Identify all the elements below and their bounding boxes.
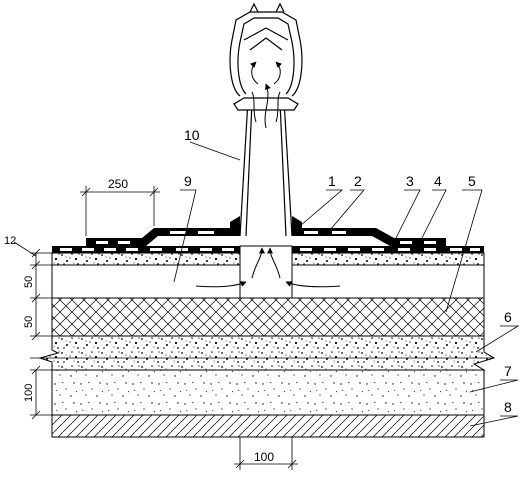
vent-pipe [229,2,303,237]
callout-2: 2 [354,173,362,189]
dim-layer-50-upper: 50 [23,276,35,288]
airflow-arrows [195,61,341,288]
dim-top-overlap: 250 [108,177,128,191]
layer-7-concrete [51,369,485,416]
callout-7: 7 [504,363,512,379]
callout-4: 4 [434,173,442,189]
callout-9: 9 [184,173,192,189]
vent-opening [239,245,293,299]
dim-bottom-width: 100 [254,450,274,464]
callout-leaders [173,141,520,427]
callout-3: 3 [406,173,414,189]
callout-6: 6 [504,309,512,325]
roofing-membranes [52,216,484,253]
callout-5: 5 [468,173,476,189]
layer-8-base-slab [51,414,485,438]
dimension-lines [13,186,298,470]
callout-10: 10 [184,127,200,143]
dim-layer-12: 12 [4,235,16,247]
layer-5-insulation [51,297,485,337]
layer-6-gravel [38,335,496,371]
dim-layer-100: 100 [23,384,35,402]
callout-1: 1 [328,173,336,189]
dim-layer-50-lower: 50 [23,316,35,328]
callout-8: 8 [504,399,512,415]
